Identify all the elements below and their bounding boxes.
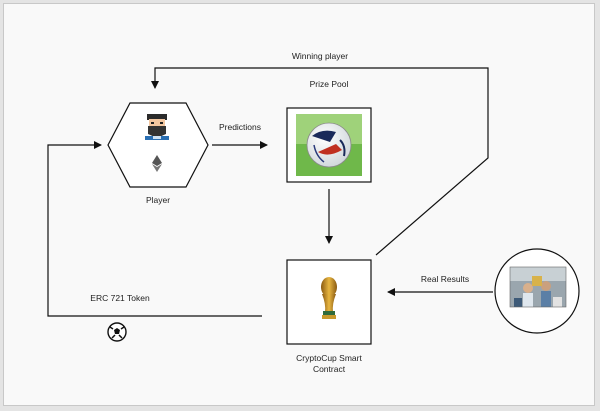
- real-results-label: Real Results: [421, 274, 469, 284]
- celebration-photo: [510, 267, 566, 307]
- winning-player-arrow: [151, 67, 489, 256]
- erc721-token-label: ERC 721 Token: [90, 293, 150, 303]
- prize-pool-label: Prize Pool: [310, 79, 349, 89]
- player-label: Player: [146, 195, 170, 205]
- real-results-source-node: [494, 248, 580, 334]
- world-cup-trophy-icon: [321, 277, 337, 319]
- contract-label-line2: Contract: [313, 364, 346, 374]
- erc721-token-arrow: [47, 141, 262, 317]
- contract-node: [286, 259, 372, 345]
- predictions-label: Predictions: [219, 122, 261, 132]
- soccer-ball-icon: [306, 122, 352, 168]
- contract-label-line1: CryptoCup Smart: [296, 353, 362, 363]
- winning-player-label: Winning player: [292, 51, 348, 61]
- player-node: [107, 102, 209, 188]
- player-avatar-icon: [145, 114, 169, 140]
- soccer-ball-small-icon: [107, 322, 127, 342]
- prize-pool-node: [286, 107, 372, 183]
- ethereum-icon: [152, 155, 162, 172]
